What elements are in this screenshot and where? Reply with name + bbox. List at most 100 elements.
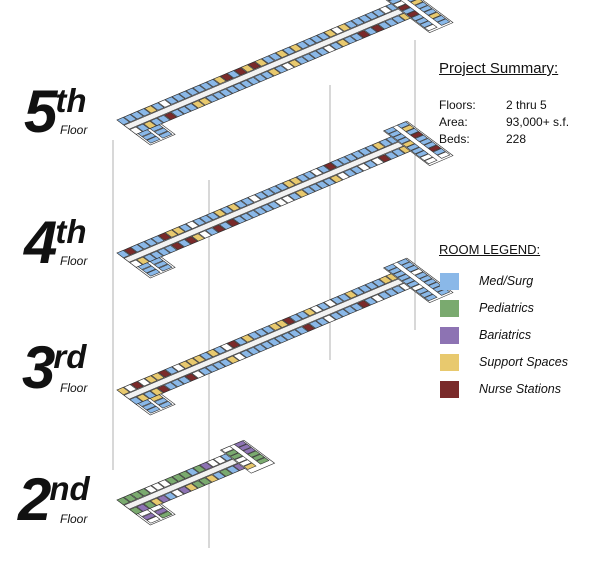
summary-key: Floors: bbox=[439, 98, 476, 112]
room bbox=[268, 185, 282, 194]
floor-label-4: 4th bbox=[24, 213, 87, 273]
room bbox=[243, 462, 257, 470]
room bbox=[205, 364, 219, 373]
summary-value: 228 bbox=[506, 132, 527, 146]
room bbox=[370, 157, 385, 166]
room bbox=[158, 401, 173, 409]
floor-plan-4 bbox=[116, 120, 454, 279]
room bbox=[397, 136, 411, 145]
room bbox=[309, 305, 324, 314]
room bbox=[130, 381, 144, 390]
room bbox=[137, 378, 151, 387]
room bbox=[274, 335, 288, 344]
room bbox=[171, 93, 186, 102]
room bbox=[391, 285, 406, 294]
room bbox=[212, 471, 226, 480]
room bbox=[137, 108, 151, 117]
summary-key: Area: bbox=[439, 115, 468, 129]
room bbox=[157, 369, 172, 378]
room bbox=[226, 340, 241, 349]
room bbox=[163, 245, 178, 254]
room bbox=[146, 516, 161, 524]
room bbox=[388, 0, 402, 5]
room bbox=[261, 55, 276, 64]
floor-word-2: Floor bbox=[60, 512, 88, 526]
room bbox=[225, 218, 240, 227]
room bbox=[261, 188, 276, 197]
room bbox=[240, 64, 255, 73]
room bbox=[350, 33, 364, 42]
floor-suffix: th bbox=[55, 82, 87, 119]
room bbox=[343, 305, 357, 315]
room bbox=[384, 151, 399, 160]
room bbox=[260, 341, 275, 350]
room bbox=[419, 20, 434, 28]
room bbox=[253, 73, 268, 83]
corridor bbox=[123, 140, 406, 263]
room bbox=[392, 0, 407, 8]
room bbox=[364, 144, 379, 153]
room bbox=[414, 271, 428, 279]
room bbox=[233, 440, 248, 448]
room bbox=[322, 44, 337, 53]
room bbox=[371, 278, 386, 287]
room bbox=[164, 366, 179, 375]
room bbox=[294, 56, 309, 65]
room bbox=[253, 343, 268, 353]
room bbox=[146, 269, 161, 277]
room bbox=[170, 379, 185, 388]
room bbox=[253, 206, 268, 216]
room bbox=[267, 338, 281, 347]
room bbox=[153, 127, 169, 136]
room bbox=[239, 349, 254, 358]
room bbox=[282, 46, 296, 55]
room bbox=[156, 384, 171, 394]
room bbox=[226, 203, 241, 212]
room bbox=[377, 21, 392, 30]
room bbox=[191, 100, 206, 109]
room bbox=[274, 65, 288, 74]
room bbox=[184, 373, 199, 382]
room bbox=[322, 314, 337, 323]
room bbox=[268, 52, 282, 61]
room bbox=[363, 27, 378, 36]
room bbox=[199, 214, 213, 224]
room bbox=[153, 260, 169, 269]
room bbox=[206, 349, 220, 358]
legend-swatch bbox=[440, 381, 459, 398]
floor-label-3: 3rd bbox=[22, 338, 86, 398]
room bbox=[301, 186, 316, 195]
room bbox=[116, 117, 131, 126]
room bbox=[356, 30, 371, 39]
room bbox=[329, 174, 344, 183]
floor-plan-5 bbox=[116, 0, 454, 146]
room bbox=[178, 223, 193, 232]
room bbox=[141, 132, 157, 141]
room bbox=[198, 367, 212, 376]
room bbox=[388, 130, 402, 138]
room bbox=[141, 402, 157, 411]
room bbox=[419, 153, 434, 161]
room bbox=[424, 24, 438, 32]
room bbox=[178, 470, 193, 479]
room bbox=[401, 7, 416, 15]
room bbox=[213, 456, 227, 465]
room bbox=[401, 277, 416, 285]
room bbox=[384, 288, 399, 297]
room bbox=[267, 201, 281, 210]
room bbox=[423, 278, 437, 286]
corridor bbox=[123, 458, 241, 510]
room bbox=[137, 509, 152, 517]
room bbox=[415, 17, 429, 25]
room bbox=[146, 136, 161, 144]
legend-swatch bbox=[440, 327, 459, 344]
room bbox=[410, 283, 425, 292]
room bbox=[239, 212, 254, 221]
room bbox=[392, 270, 407, 278]
room bbox=[378, 138, 393, 148]
room bbox=[247, 61, 262, 70]
room bbox=[419, 275, 433, 283]
room bbox=[170, 242, 185, 251]
floor-suffix: nd bbox=[49, 470, 90, 507]
